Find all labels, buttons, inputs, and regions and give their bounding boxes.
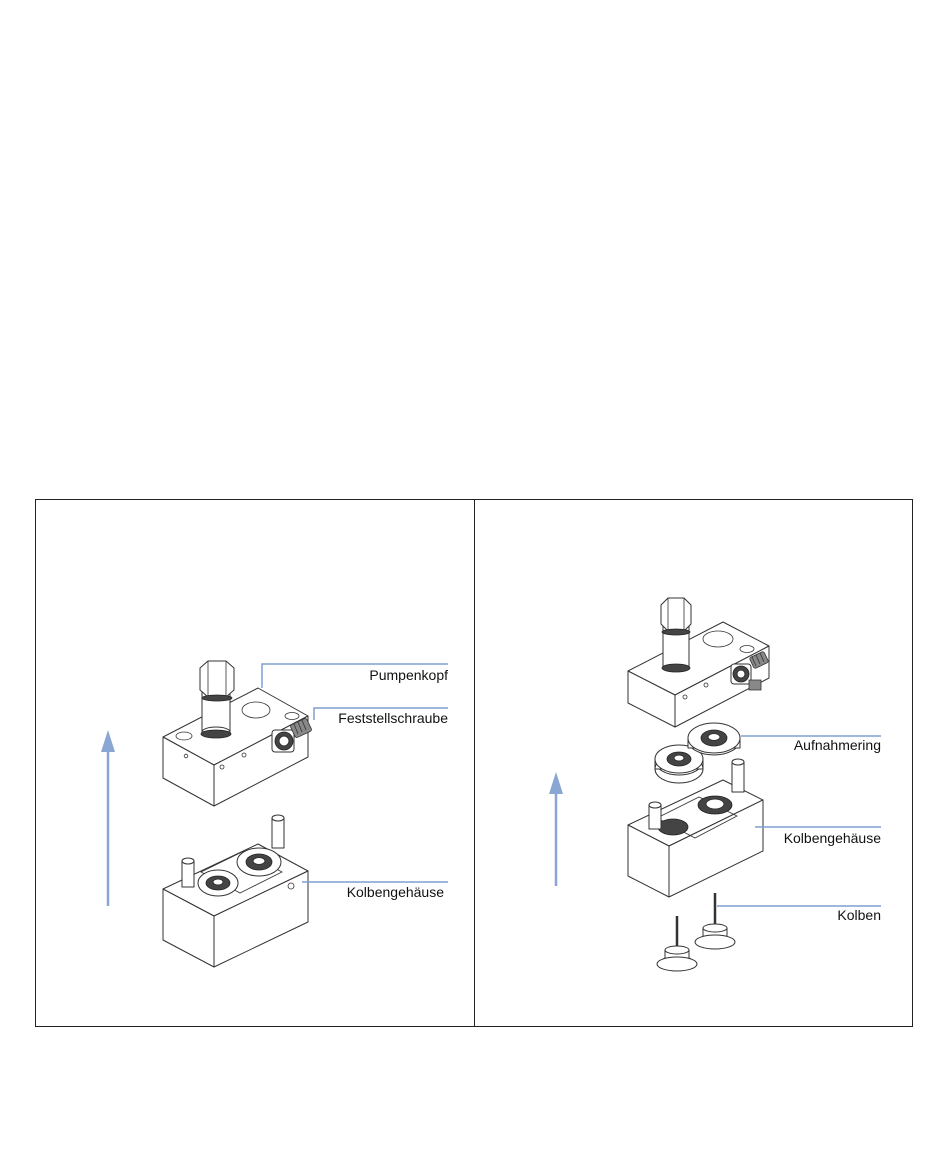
right-panel: Aufnahmering Kolbengehäuse Kolben <box>475 500 913 1026</box>
label-lock-screw: Feststellschraube <box>338 710 448 726</box>
support-rings <box>655 723 740 783</box>
label-support-ring: Aufnahmering <box>794 737 881 753</box>
label-pump-head: Pumpenkopf <box>369 667 448 683</box>
lift-arrow-right <box>549 772 563 886</box>
lift-arrow-left <box>101 730 115 906</box>
label-plunger: Kolben <box>837 907 881 923</box>
plunger-housing-left <box>163 815 308 967</box>
label-plunger-housing-left: Kolbengehäuse <box>347 884 445 900</box>
label-plunger-housing-right: Kolbengehäuse <box>784 830 882 846</box>
left-panel: Pumpenkopf Feststellschraube Kolbengehäu… <box>36 500 474 1026</box>
pump-head-right <box>628 598 769 727</box>
pump-head <box>163 661 312 806</box>
plungers <box>657 893 735 971</box>
